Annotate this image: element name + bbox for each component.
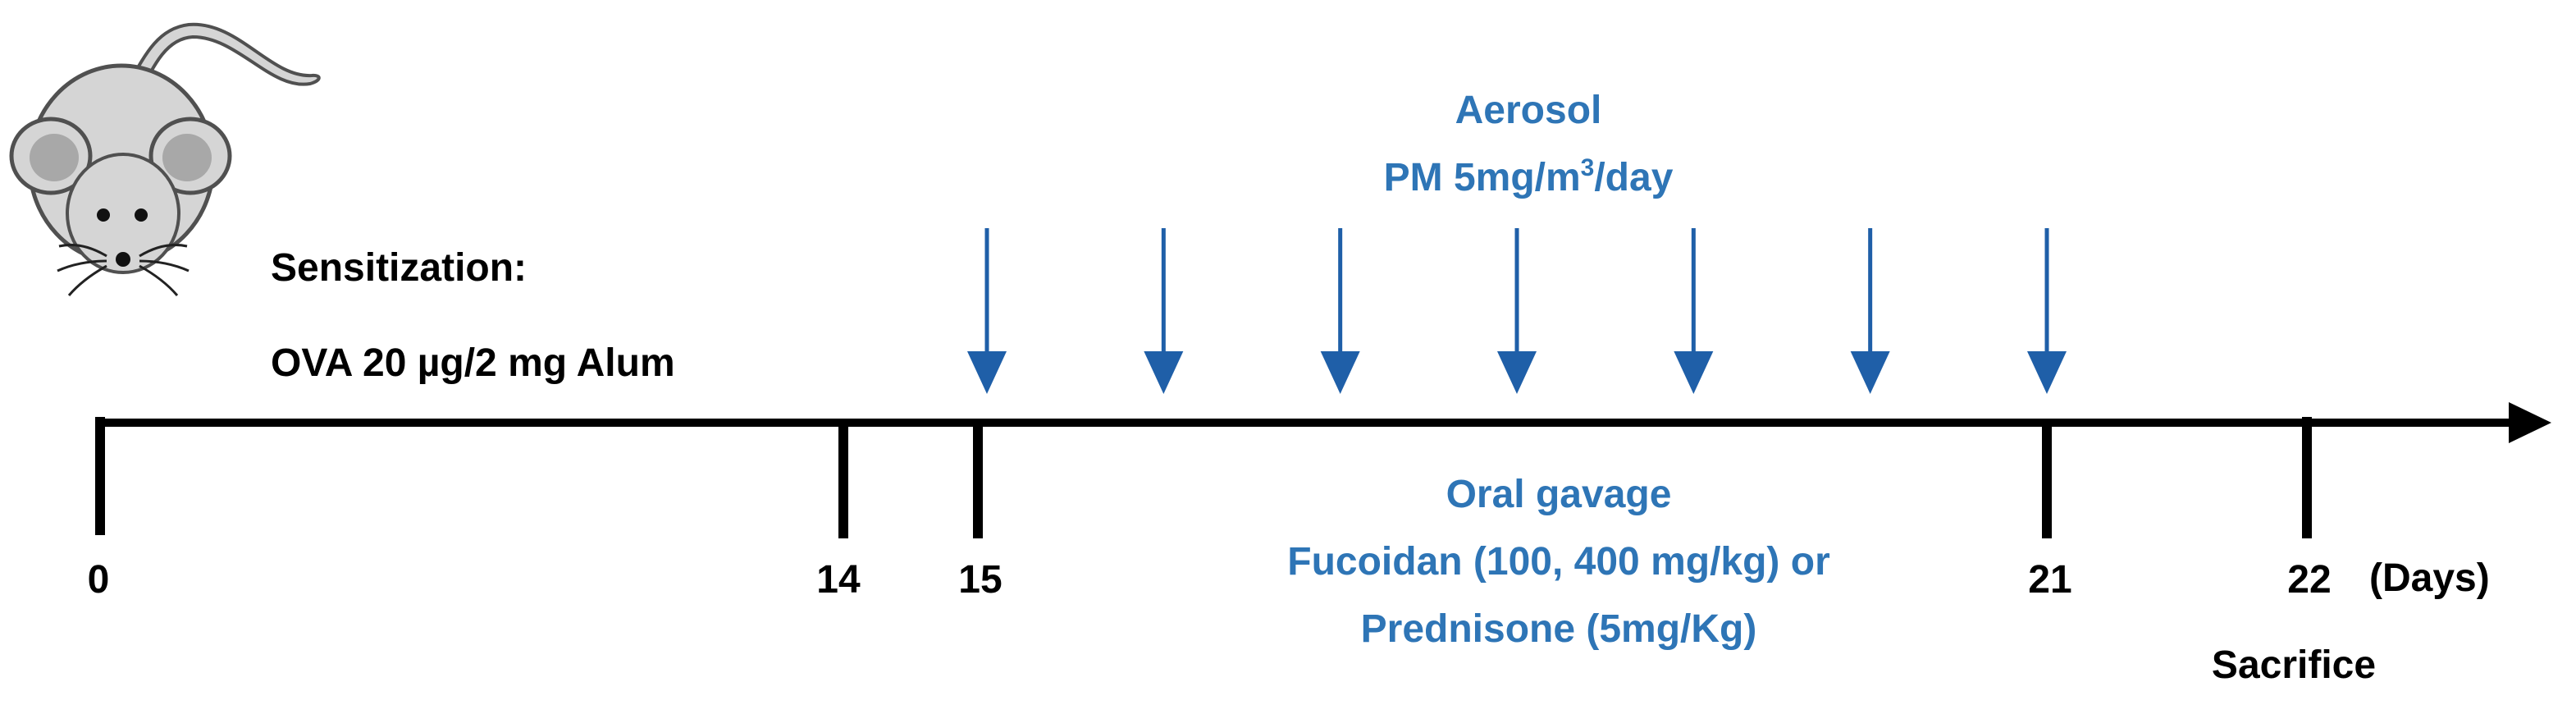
mouse-head [66,153,180,274]
down-arrow-icon [1850,228,1890,394]
mouse-icon [9,22,321,296]
mouse-eye-left [97,208,110,222]
tick-day-21: 21 [2028,423,2072,602]
days-unit-label: (Days) [2369,556,2490,600]
tick-label-22: 22 [2287,558,2331,602]
axis-arrowhead-icon [2509,402,2551,443]
down-arrow-icon [1320,228,1360,394]
sacrifice-label: Sacrifice [2212,643,2376,687]
exposure-arrows [967,228,2067,394]
aerosol-dose-sup: 3 [1581,154,1595,181]
tick-label-15: 15 [958,558,1002,602]
mouse-ear-left-inner [30,134,79,181]
mouse-tail [121,22,321,105]
gavage-title: Oral gavage [1446,473,1672,516]
down-arrow-icon [1674,228,1714,394]
down-arrow-icon [1144,228,1184,394]
mouse-whiskers [57,244,190,296]
mouse-nose [116,252,130,267]
aerosol-title: Aerosol [1455,89,1602,132]
mouse-eye-right [135,208,148,222]
tick-day-15: 15 [958,423,1003,602]
tick-label-0: 0 [88,558,110,602]
aerosol-dose-suffix: /day [1594,156,1673,199]
aerosol-dose: PM 5mg/m3/day [1384,154,1674,199]
down-arrow-icon [2027,228,2067,394]
tick-label-14: 14 [816,558,861,602]
gavage-line2: Prednisone (5mg/Kg) [1361,607,1757,651]
down-arrow-icon [1497,228,1537,394]
sensitization-title: Sensitization: [271,246,527,290]
tick-day-22: 22 Sacrifice [2212,417,2376,687]
tick-day-14: 14 [816,423,861,602]
timeline-axis [100,402,2551,443]
gavage-line1: Fucoidan (100, 400 mg/kg) or [1287,540,1830,584]
sensitization-detail: OVA 20 µg/2 mg Alum [271,341,675,385]
tick-day-0: 0 [88,417,110,602]
aerosol-dose-prefix: PM 5mg/m [1384,156,1581,199]
mouse-ear-right-inner [162,134,212,181]
down-arrow-icon [967,228,1007,394]
tick-label-21: 21 [2028,558,2071,602]
